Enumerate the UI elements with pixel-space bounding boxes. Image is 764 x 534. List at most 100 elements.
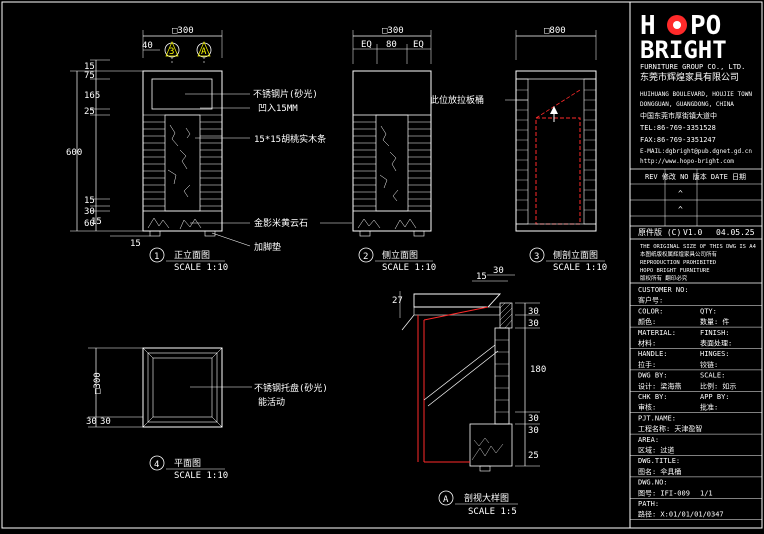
svg-text:^: ^ [678, 189, 683, 198]
view-2-title: 侧立面图 [382, 249, 418, 261]
company-fax: FAX:86-769-3351247 [640, 136, 716, 144]
dim-v165: 165 [84, 91, 100, 101]
callout-tray: 不锈钢托盘(砂光) [254, 382, 328, 394]
title-row-label: 颜色: [638, 317, 656, 326]
dim-plan-30b: 30 [100, 417, 111, 427]
view-4-number: 4 [154, 460, 159, 470]
title-row-label: COLOR: [638, 307, 663, 315]
title-block: H PO BRIGHT FURNITURE GROUP CO., LTD. 东莞… [630, 11, 762, 520]
view-3-scale: SCALE 1:10 [553, 263, 607, 273]
title-row-value: QTY: [700, 307, 717, 315]
callout-stone: 金影米黄云石 [254, 217, 308, 229]
view-1-title: 正立面图 [174, 249, 210, 261]
logo-text-po: PO [690, 11, 721, 41]
dim-v15a: 15 [84, 62, 95, 72]
title-row-value: 1/1 [700, 489, 713, 497]
title-row-value: 表面处理: [700, 339, 732, 348]
view-side-section: □800 此位放拉板桶 3 侧剖立面图 [430, 26, 607, 273]
title-row-label: DWG.TITLE: [638, 457, 680, 465]
view-3-number: 3 [534, 252, 539, 262]
revision-label: 原件版 (C) [638, 227, 681, 237]
title-row-label: 客户号: [638, 296, 663, 305]
dim-a180: 180 [530, 365, 546, 375]
callout-foot: 加脚垫 [254, 241, 281, 253]
view-a-number: A [443, 495, 449, 505]
callouts-front: 不锈钢片(砂光) 凹入15MM 15*15胡桃实木条 金影米黄云石 加脚垫 [185, 88, 352, 253]
view-4-scale: SCALE 1:10 [174, 471, 228, 481]
view-front-elevation: □300 40 3 A [66, 26, 228, 273]
company-address-cn: 中国东莞市厚街镇大道中 [640, 111, 717, 120]
title-row-label: 区域: 过道 [638, 446, 674, 455]
revision-header: REV 修改 NO 版本 DATE 日期 [645, 172, 746, 181]
callout-steel-plate: 不锈钢片(砂光) [253, 88, 318, 100]
title-row-value: 比例: 如示 [700, 381, 736, 390]
note-1: THE ORIGINAL SIZE OF THIS DWG IS A4 [640, 244, 757, 250]
view-a-title: 剖视大样图 [464, 492, 509, 504]
title-row-value: FINISH: [700, 329, 730, 337]
callout-recess: 凹入15MM [258, 103, 298, 114]
title-row-label: CHK BY: [638, 393, 668, 401]
note-4: HOPO BRIGHT FURNITURE [640, 268, 710, 274]
dim-h15: 15 [130, 239, 141, 249]
view-2-number: 2 [363, 252, 368, 262]
title-row-label: 材料: [638, 339, 656, 348]
view-a-scale: SCALE 1:5 [468, 507, 517, 517]
view-plan: □300 30 30 不锈钢托盘(砂光) 能活动 4 平面图 SCALE 1:1… [86, 347, 328, 481]
company-email: E-MAIL:dgbright@pub.dgnet.gd.cn [640, 148, 752, 155]
view-3-title: 侧剖立面图 [553, 249, 598, 261]
title-row-label: MATERIAL: [638, 329, 676, 337]
dim-eq-left: EQ [361, 40, 372, 50]
dim-plan-30a: 30 [86, 417, 97, 427]
view-1-number: 1 [154, 252, 159, 262]
title-row-label: 设计: 梁海燕 [638, 381, 681, 390]
logo-text-bright: BRIGHT [640, 36, 727, 64]
dim-v60: 60 [84, 219, 95, 229]
title-row-value: APP BY: [700, 393, 730, 401]
dim-a30b: 30 [528, 307, 539, 317]
section-marker-a-label: A [201, 47, 207, 57]
note-3: REPRODUCTION PROHIBITED [640, 260, 716, 266]
note-2: 本图纸版权属辉煌家具公司所有 [640, 250, 718, 258]
view-1-scale: SCALE 1:10 [174, 263, 228, 273]
view-detail-section: 30 15 27 [392, 266, 546, 517]
title-row-label: AREA: [638, 436, 659, 444]
view-side-elevation: □300 EQ 80 EQ [352, 26, 436, 273]
view-4-title: 平面图 [174, 458, 201, 469]
title-row-label: 路径: X:01/01/01/0347 [638, 510, 724, 519]
callout-solid-wood: 15*15胡桃实木条 [254, 133, 326, 145]
title-row-label: 审核: [638, 403, 656, 412]
dim-v75: 75 [84, 71, 95, 81]
title-row-label: DWG.NO: [638, 479, 668, 487]
dim-side-300: □300 [382, 26, 404, 36]
title-row-value: 批准: [700, 403, 718, 412]
view-2-scale: SCALE 1:10 [382, 263, 436, 273]
svg-text:^: ^ [678, 205, 683, 214]
title-row-label: DWG BY: [638, 372, 668, 380]
dim-a15: 15 [476, 272, 487, 282]
section-marker-3-label: 3 [169, 47, 174, 57]
dim-a30a: 30 [493, 266, 504, 276]
dim-a27: 27 [392, 296, 403, 306]
company-address-2: DONGGUAN, GUANGDONG, CHINA [640, 101, 734, 108]
title-row-label: HANDLE: [638, 350, 668, 358]
title-row-value: 数量: 件 [700, 317, 729, 326]
title-row-value: HINGES: [700, 350, 730, 358]
revision-version: V1.0 [683, 228, 702, 237]
dim-eq-mid: 80 [386, 40, 397, 50]
dim-a30d: 30 [528, 414, 539, 424]
company-tel: TEL:86-769-3351528 [640, 124, 716, 132]
title-row-label: 图号: IFI-009 [638, 489, 690, 497]
dim-v600: 600 [66, 148, 82, 158]
company-address-1: HUIHUANG BOULEVARD, HOUJIE TOWN [640, 91, 752, 98]
title-row-label: CUSTOMER NO: [638, 286, 689, 294]
title-row-value: SCALE: [700, 372, 725, 380]
callout-removable: 能活动 [258, 396, 285, 408]
dim-v25: 25 [84, 107, 95, 117]
callout-umbrella-board: 此位放拉板桶 [430, 94, 484, 106]
company-cn-name: 东莞市辉煌家具有限公司 [640, 71, 739, 83]
title-row-label: 工程名称: 天津盈智 [638, 424, 702, 433]
title-row-label: 图名: 伞具桶 [638, 467, 681, 476]
logo-text-h: H [640, 11, 656, 41]
